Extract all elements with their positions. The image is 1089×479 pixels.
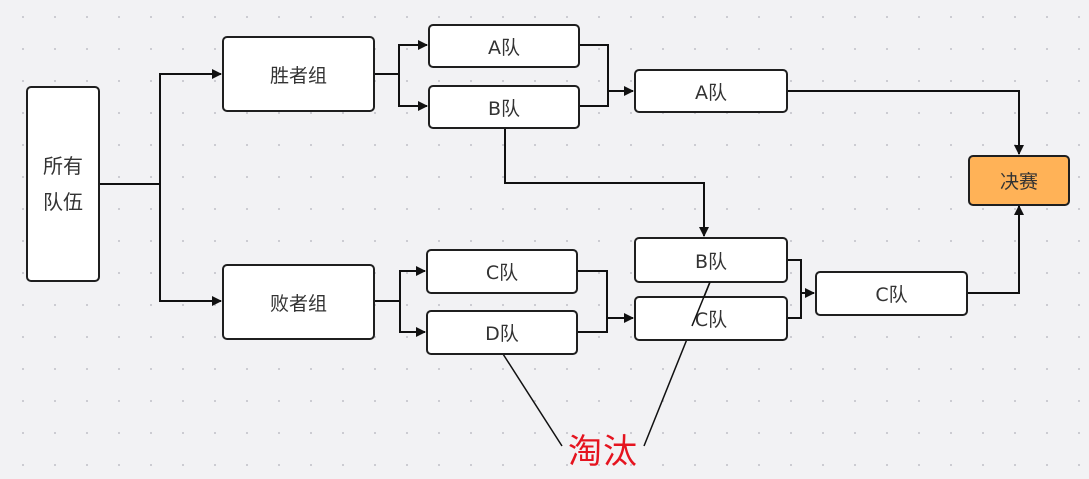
edge-to-winners-group (159, 69, 222, 184)
edge-to-team-b (398, 74, 428, 111)
node-winners-group[interactable]: 胜者组 (222, 36, 375, 112)
node-label: D队 (485, 323, 519, 345)
edge-c-to-grand-final (967, 205, 1024, 294)
elimination-pointer-d (502, 353, 563, 447)
node-all-teams[interactable]: 所有队伍 (26, 86, 100, 282)
edge-team-a-merge (579, 44, 609, 107)
node-winners-group-label: 胜者组 (269, 64, 327, 87)
node-label: B队 (487, 97, 521, 120)
node-label: A队 (488, 36, 520, 59)
node-label: C队 (485, 262, 519, 284)
node-losers-group-label: 败者组 (269, 292, 327, 315)
node-label: B队 (694, 250, 728, 273)
edge-to-team-d (399, 301, 426, 337)
node-losers-team-d[interactable]: D队 (426, 310, 578, 355)
edge-a-to-grand-final (787, 90, 1024, 155)
edge-to-losers-group (159, 184, 222, 306)
edge-b-to-losers-bracket (504, 128, 709, 237)
node-losers-round2-team-b[interactable]: B队 (634, 237, 788, 283)
edge-to-team-c (399, 266, 426, 301)
edge-cd-merge (577, 270, 608, 333)
node-winners-team-b[interactable]: B队 (428, 85, 580, 129)
node-grand-final[interactable]: 决赛 (968, 155, 1070, 206)
node-winners-team-a[interactable]: A队 (428, 24, 580, 68)
node-all-teams-label: 所有队伍 (43, 154, 83, 214)
node-label: C队 (875, 284, 908, 306)
edge-bc-merge (787, 259, 802, 319)
elimination-label: 淘汰 (568, 432, 638, 472)
node-losers-team-c[interactable]: C队 (426, 249, 578, 294)
node-label: 决赛 (999, 171, 1038, 193)
node-losers-group[interactable]: 败者组 (222, 264, 375, 340)
node-label: C队 (694, 309, 728, 331)
node-losers-final-team-c[interactable]: C队 (815, 271, 968, 316)
edge-to-team-a (398, 40, 428, 74)
node-label: A队 (695, 81, 727, 104)
node-losers-round2-team-c[interactable]: C队 (634, 296, 788, 341)
node-winners-final-team-a[interactable]: A队 (634, 69, 788, 113)
